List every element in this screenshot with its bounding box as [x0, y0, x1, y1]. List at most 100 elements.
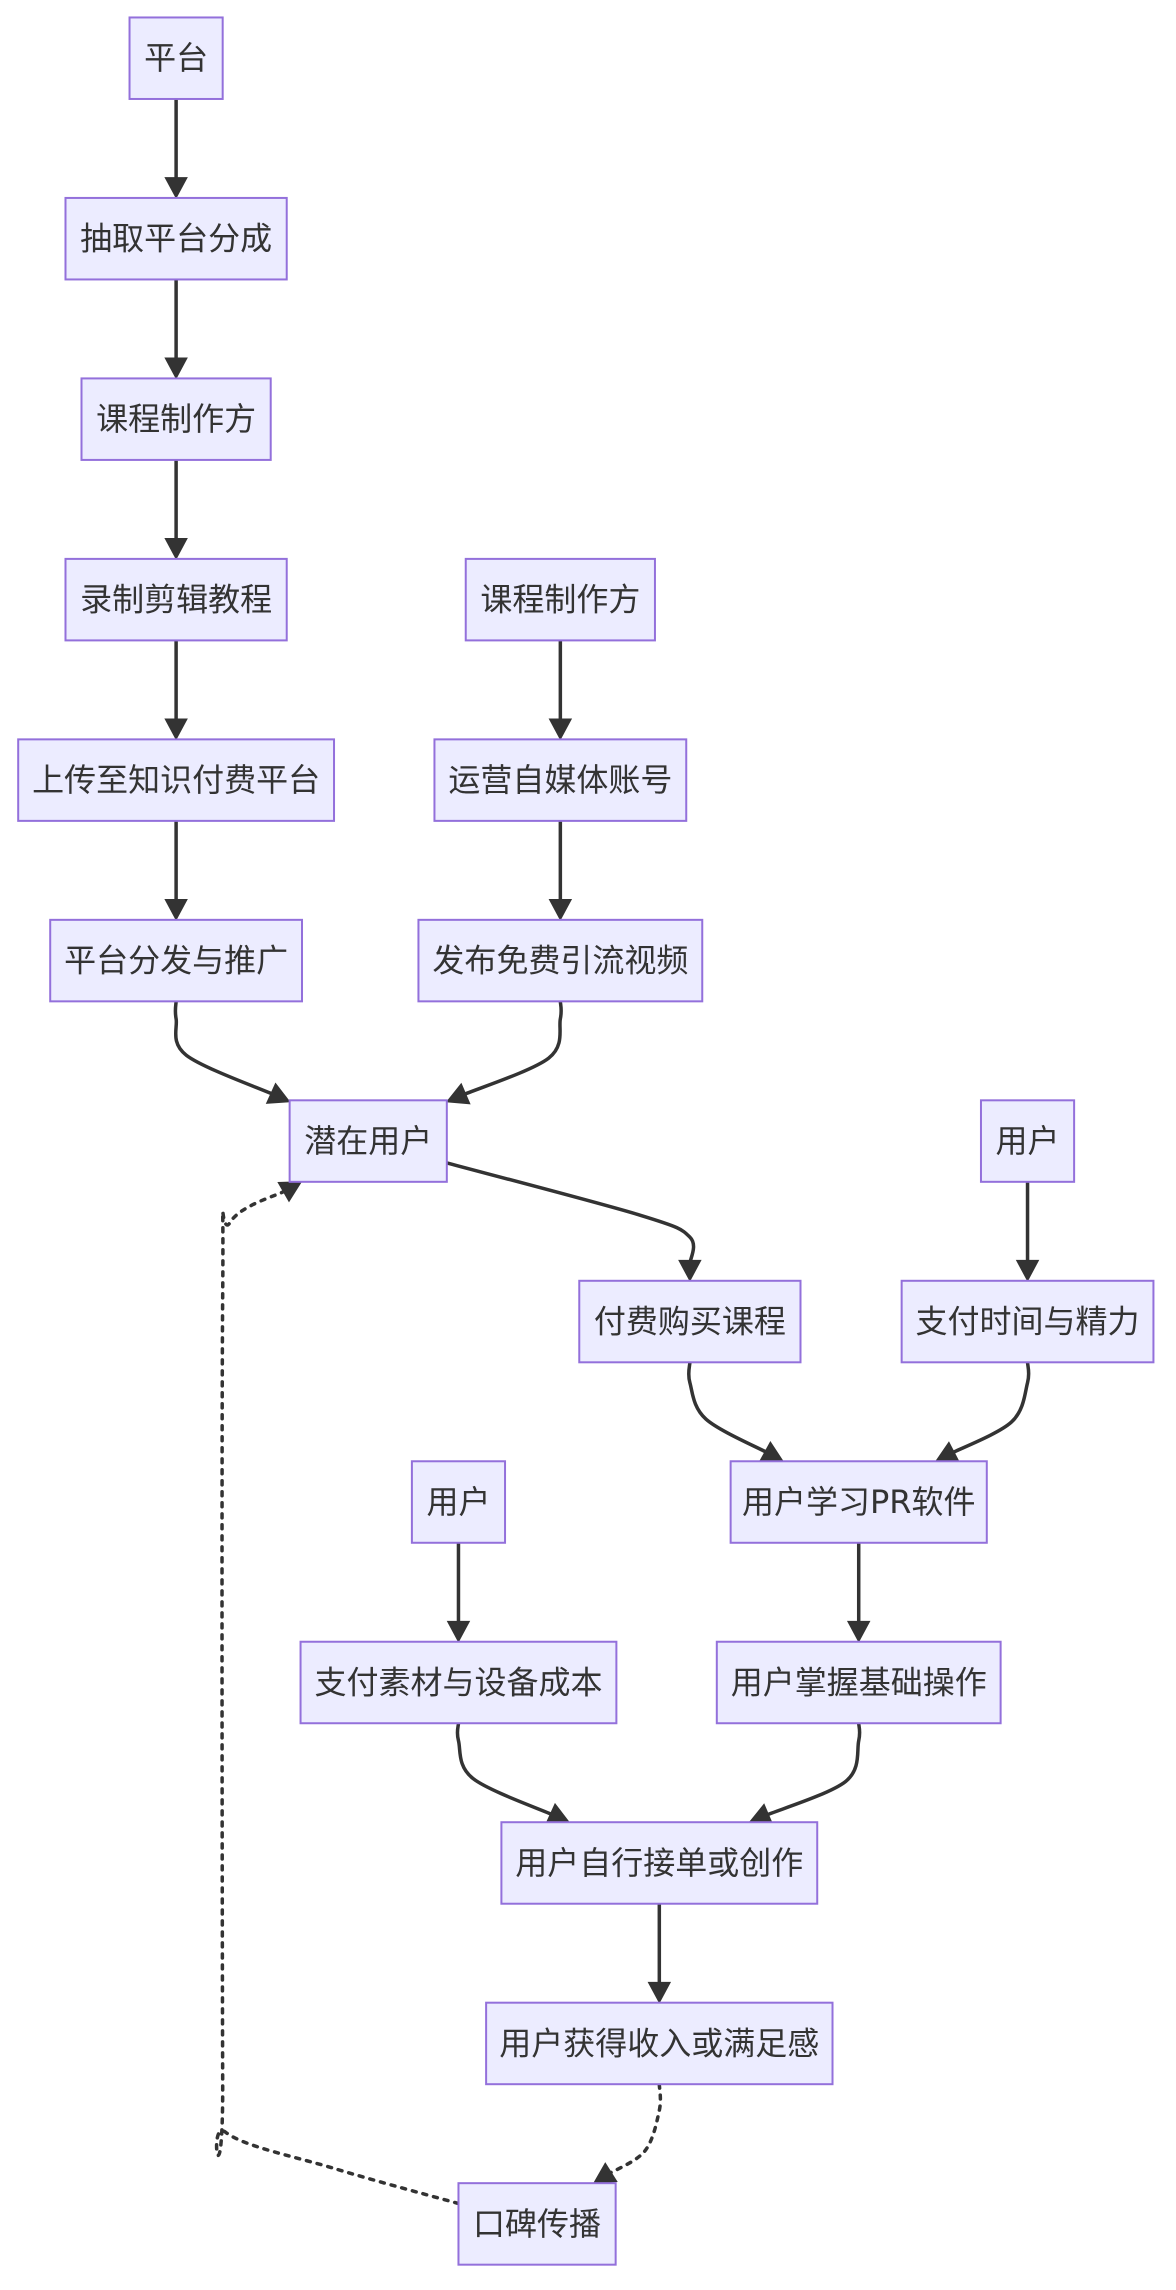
node-box	[64, 557, 288, 642]
node-learn-pr: 用户学习PR软件	[729, 1460, 988, 1544]
node-take-orders: 用户自行接单或创作	[500, 1821, 819, 1905]
edges-layer	[164, 98, 1040, 2206]
node-pay-time: 支付时间与精力	[900, 1279, 1155, 1364]
node-income: 用户获得收入或满足感	[485, 2001, 834, 2086]
node-box	[433, 738, 688, 822]
node-producer-b: 课程制作方	[464, 557, 656, 642]
node-box	[715, 1640, 1002, 1725]
edge-upload-to-distribute	[164, 820, 188, 921]
node-label: 用户学习PR软件	[742, 1483, 976, 1521]
edge-pay_material-to-take_orders	[455, 1723, 571, 1825]
node-run-media: 运营自媒体账号	[433, 738, 688, 822]
edge-potential-to-buy_course	[446, 1161, 702, 1282]
node-box	[128, 16, 224, 100]
node-label: 抽取平台分成	[80, 220, 272, 258]
edge-line	[214, 1188, 461, 2206]
node-master-basic: 用户掌握基础操作	[715, 1640, 1002, 1725]
node-label: 口碑传播	[473, 2205, 601, 2243]
arrowhead	[445, 1082, 471, 1105]
arrowhead	[647, 1981, 672, 2004]
edge-free_video-to-potential	[445, 1001, 563, 1105]
edge-producer_a-to-record_edit	[164, 459, 188, 560]
arrowhead	[548, 718, 573, 741]
node-box	[410, 1460, 507, 1544]
arrowhead	[678, 1259, 702, 1282]
node-platform: 平台	[128, 16, 224, 100]
edge-user_b-to-pay_material	[446, 1542, 471, 1643]
edge-platform-to-take_cut	[164, 98, 188, 199]
node-label: 用户	[996, 1122, 1060, 1160]
node-label: 平台分发与推广	[64, 942, 288, 980]
edge-user_a-to-pay_time	[1015, 1181, 1040, 1282]
node-upload: 上传至知识付费平台	[17, 738, 336, 822]
node-label: 潜在用户	[304, 1122, 432, 1160]
node-label: 支付素材与设备成本	[314, 1663, 602, 1701]
node-label: 课程制作方	[96, 400, 256, 438]
node-label: 发布免费引流视频	[432, 942, 688, 980]
node-user-b: 用户	[410, 1460, 507, 1544]
edge-producer_b-to-run_media	[548, 640, 573, 741]
node-box	[500, 1821, 819, 1905]
edge-line	[173, 1001, 275, 1097]
edge-take_cut-to-producer_a	[164, 279, 188, 380]
arrowhead	[548, 898, 573, 921]
edge-line	[455, 1723, 555, 1817]
node-box	[457, 2182, 617, 2266]
node-record-edit: 录制剪辑教程	[64, 557, 288, 642]
node-box	[464, 557, 656, 642]
node-box	[64, 196, 288, 281]
node-distribute: 平台分发与推广	[49, 918, 304, 1003]
edge-line	[764, 1723, 862, 1818]
arrowhead	[164, 538, 188, 560]
node-label: 支付时间与精力	[916, 1303, 1140, 1341]
node-label: 付费购买课程	[594, 1303, 786, 1341]
node-box	[17, 738, 336, 822]
node-label: 上传至知识付费平台	[32, 761, 320, 799]
node-box	[578, 1279, 802, 1364]
node-box	[49, 918, 304, 1003]
arrowhead	[592, 2162, 618, 2184]
edge-line	[446, 1161, 696, 1264]
edge-master_basic-to-take_orders	[748, 1723, 862, 1825]
edge-line	[606, 2082, 663, 2176]
node-box	[299, 1640, 618, 1725]
node-label: 平台	[144, 39, 208, 77]
edge-run_media-to-free_video	[548, 820, 573, 921]
edge-line	[686, 1362, 769, 1455]
arrowhead	[446, 1620, 471, 1643]
arrowhead	[164, 357, 188, 380]
node-label: 用户获得收入或满足感	[499, 2024, 819, 2062]
node-box	[485, 2001, 834, 2086]
node-take-cut: 抽取平台分成	[64, 196, 288, 281]
nodes-layer: 平台抽取平台分成课程制作方录制剪辑教程上传至知识付费平台平台分发与推广课程制作方…	[17, 16, 1155, 2266]
arrowhead	[164, 718, 188, 741]
node-box	[80, 377, 272, 461]
node-buy-course: 付费购买课程	[578, 1279, 802, 1364]
edge-take_orders-to-income	[647, 1903, 672, 2004]
node-word-of-mouth: 口碑传播	[457, 2182, 617, 2266]
edge-line	[462, 1001, 563, 1097]
edge-distribute-to-potential	[173, 1001, 291, 1104]
arrowhead	[846, 1620, 871, 1643]
edge-record_edit-to-upload	[164, 640, 188, 741]
node-producer-a: 课程制作方	[80, 377, 272, 461]
edge-income-to-word_of_mouth	[592, 2082, 663, 2184]
node-label: 录制剪辑教程	[80, 581, 272, 619]
node-box	[288, 1099, 448, 1183]
node-box	[417, 918, 704, 1003]
arrowhead	[265, 1082, 291, 1104]
arrowhead	[164, 177, 188, 199]
node-box	[979, 1099, 1076, 1183]
node-label: 运营自媒体账号	[448, 761, 672, 799]
node-label: 用户	[426, 1483, 490, 1521]
node-label: 用户自行接单或创作	[515, 1844, 803, 1882]
node-box	[900, 1279, 1155, 1364]
node-user-a: 用户	[979, 1099, 1076, 1183]
node-pay-material: 支付素材与设备成本	[299, 1640, 618, 1725]
node-box	[729, 1460, 988, 1544]
node-label: 课程制作方	[480, 581, 640, 619]
node-free-video: 发布免费引流视频	[417, 918, 704, 1003]
edge-buy_course-to-learn_pr	[686, 1362, 784, 1462]
edge-pay_time-to-learn_pr	[934, 1362, 1031, 1463]
